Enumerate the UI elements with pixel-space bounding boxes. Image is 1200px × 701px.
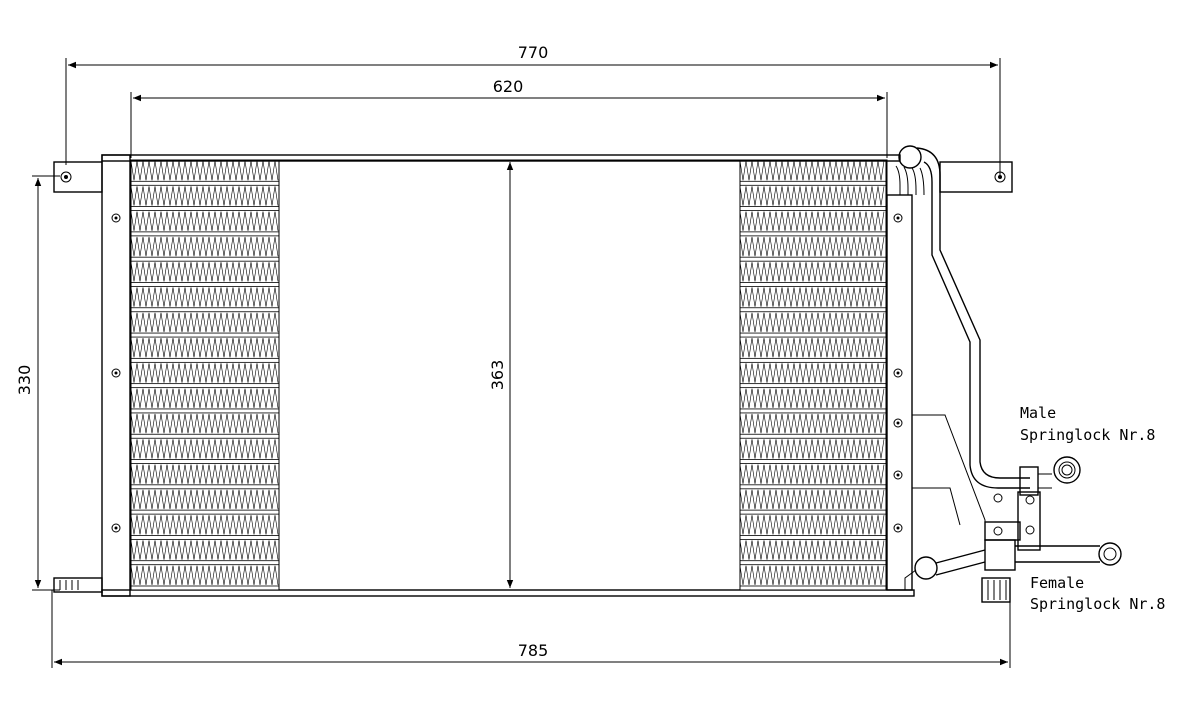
female-connector-label: Female Springlock Nr.8 [1030, 574, 1165, 613]
left-top-mounting-bracket [53, 161, 103, 193]
dimension-785: 785 [51, 590, 1011, 668]
dimension-330-label: 330 [15, 365, 34, 396]
dimension-363-label: 363 [488, 360, 507, 391]
female-springlock-fitting [1098, 542, 1122, 566]
bottom-right-bracket [981, 577, 1011, 603]
right-top-mounting-bracket [939, 161, 1013, 193]
dimension-770: 770 [65, 43, 1001, 175]
dimension-620-label: 620 [493, 77, 524, 96]
fin-block-left [130, 159, 280, 591]
male-label-line2: Springlock Nr.8 [1020, 426, 1155, 444]
male-connector-label: Male Springlock Nr.8 [1020, 404, 1155, 444]
refrigerant-piping [895, 145, 1122, 603]
left-tank-rivets [111, 213, 121, 533]
female-label-line1: Female [1030, 574, 1084, 592]
right-tank-rivets [893, 213, 903, 533]
right-header-tank [886, 194, 913, 591]
dimension-363: 363 [488, 162, 514, 588]
left-bottom-mounting-stub [53, 577, 103, 593]
dimension-770-label: 770 [518, 43, 549, 62]
fin-block-right [739, 159, 887, 591]
left-header-tank [101, 154, 131, 597]
top-pipe-fitting [898, 145, 922, 169]
dimension-330: 330 [15, 175, 60, 591]
male-label-line1: Male [1020, 404, 1056, 422]
condenser-body: 363 [53, 154, 1013, 597]
bottom-pipe-fitting [914, 556, 938, 580]
female-label-line2: Springlock Nr.8 [1030, 595, 1165, 613]
male-springlock-fitting [1053, 456, 1081, 484]
dimension-620: 620 [130, 77, 888, 158]
dimension-785-label: 785 [518, 641, 549, 660]
male-connector-block [1019, 466, 1039, 496]
